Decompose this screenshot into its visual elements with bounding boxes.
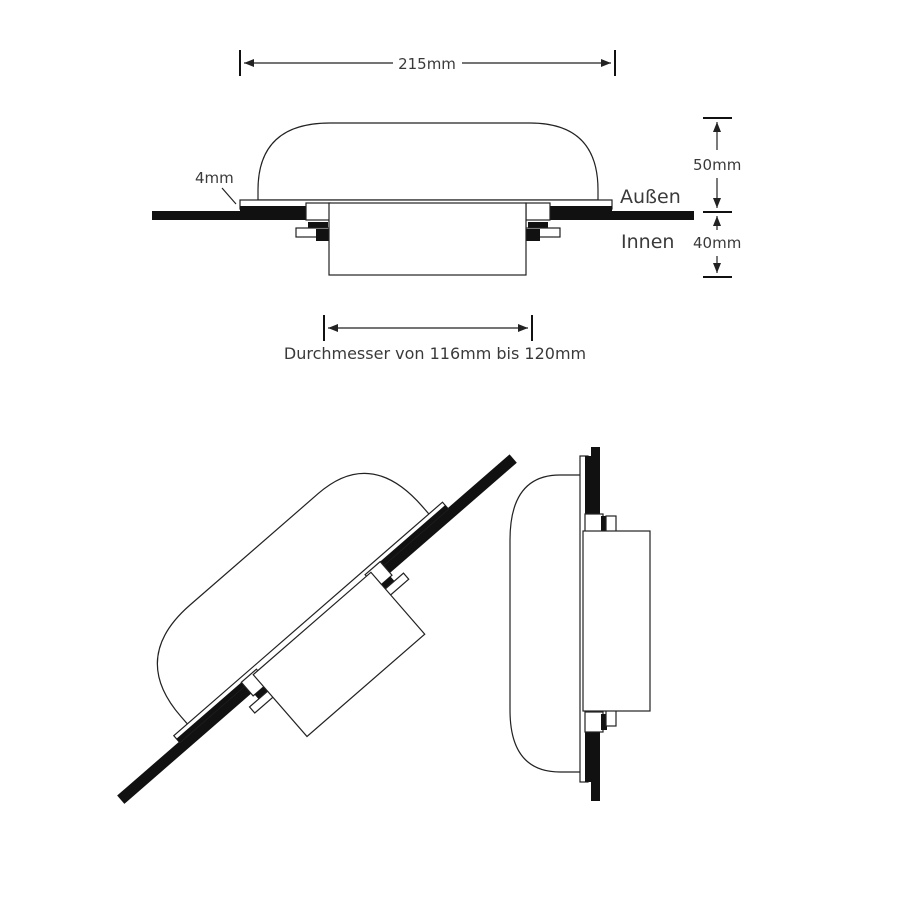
clamp-left: [295, 202, 331, 241]
flange-left: [240, 206, 308, 211]
diagonal-view: [117, 454, 517, 804]
flange-right: [548, 206, 612, 211]
diagonal-cylinder: [252, 571, 426, 738]
outside-label: Außen: [620, 186, 681, 208]
inside-label: Innen: [621, 231, 674, 253]
diagonal-dome: [156, 472, 432, 727]
diagonal-wall-right: [376, 454, 517, 579]
flange-thickness-label: 4mm: [195, 169, 234, 187]
clamp-right: [525, 202, 561, 241]
height-dimensions: 50mm 40mm: [693, 117, 741, 278]
side-cylinder: [582, 530, 651, 712]
outside-height-label: 50mm: [693, 156, 741, 174]
wall-left: [152, 211, 308, 220]
side-view: [509, 447, 651, 801]
width-dimension: 215mm: [239, 50, 616, 76]
diagonal-wall-left: [117, 678, 259, 804]
flange-leader: [221, 187, 237, 205]
inside-height-label: 40mm: [693, 234, 741, 252]
inner-cylinder: [328, 202, 527, 276]
wall-right: [548, 211, 694, 220]
diameter-caption: Durchmesser von 116mm bis 120mm: [284, 344, 586, 363]
side-dome: [509, 474, 583, 773]
diameter-dimension: [323, 315, 533, 341]
front-view: 215mm 4mm Außen Inne: [152, 50, 741, 363]
dome-outline: [257, 122, 599, 201]
width-label: 215mm: [398, 55, 456, 73]
